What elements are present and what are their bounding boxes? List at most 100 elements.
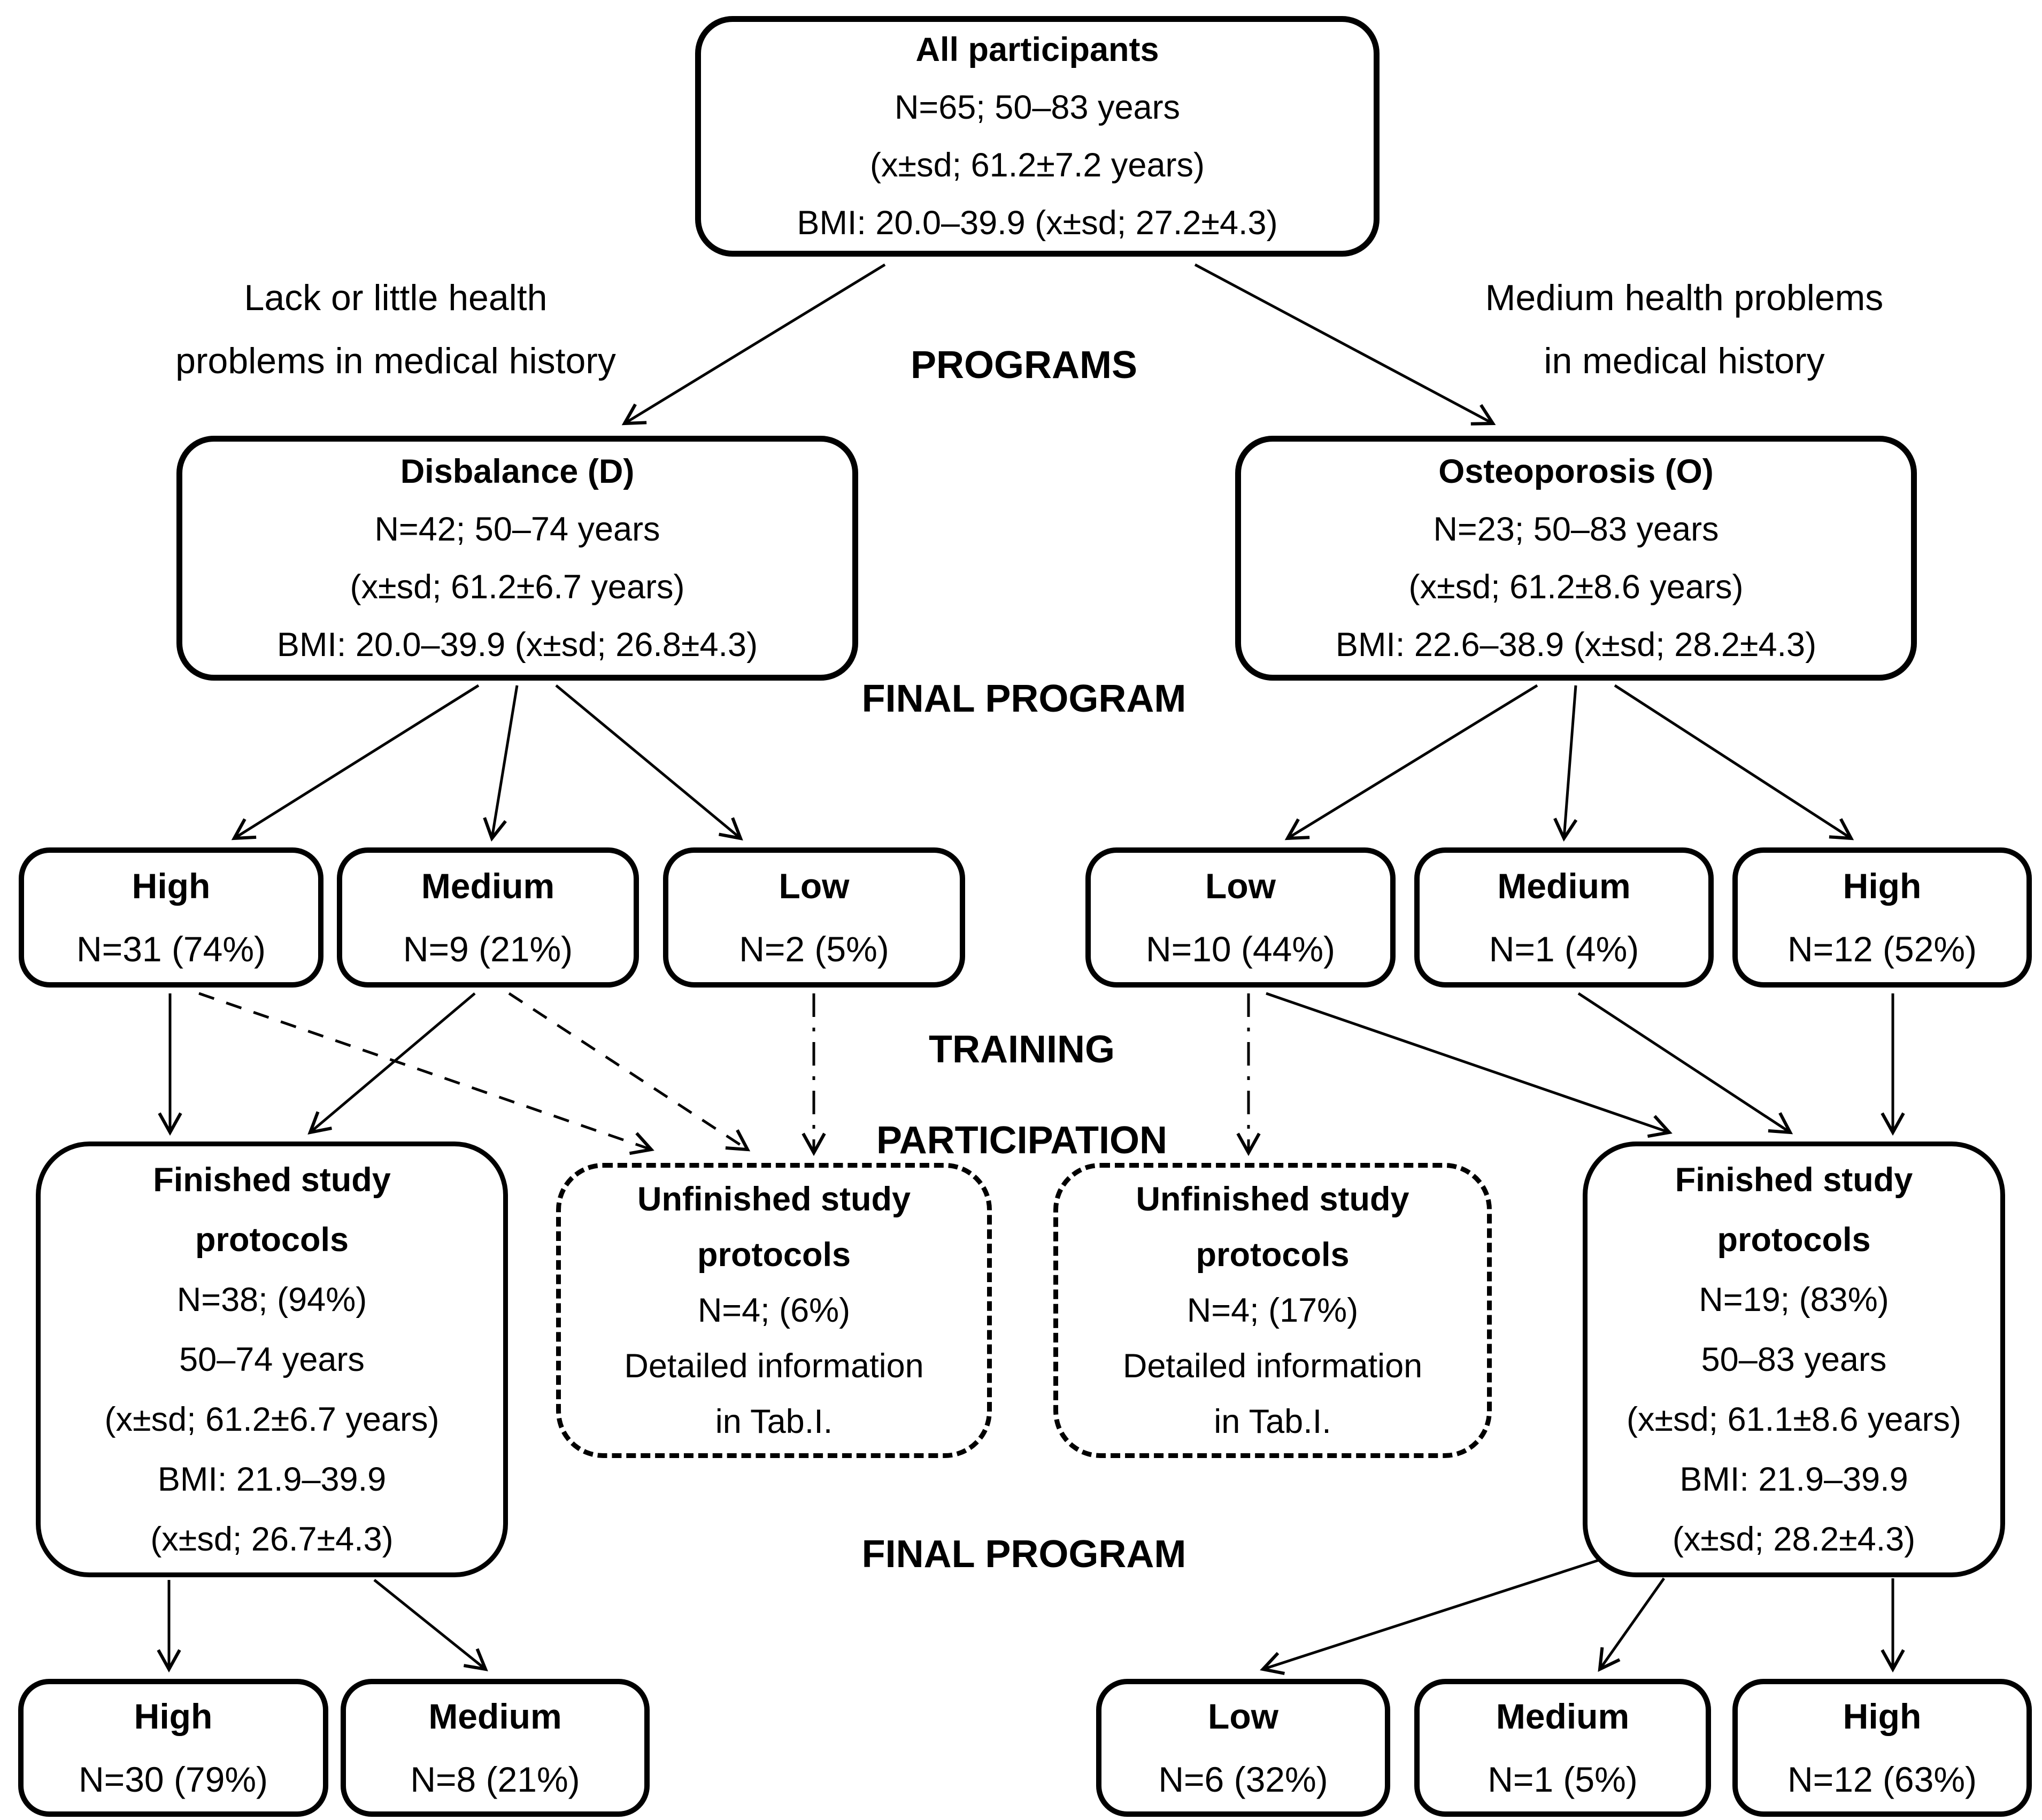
node-line: N=65; 50–83 years — [894, 89, 1181, 126]
node-count: N=31 (74%) — [76, 929, 266, 969]
node-osteoporosis: Osteoporosis (O) N=23; 50–83 years (x±sd… — [1235, 436, 1917, 681]
node-line: BMI: 21.9–39.9 — [157, 1460, 387, 1498]
node-line: BMI: 22.6–38.9 (x±sd; 28.2±4.3) — [1335, 626, 1817, 664]
node-title: High — [1843, 866, 1922, 906]
node-final-high-right: High N=12 (63%) — [1732, 1679, 2032, 1817]
node-o-high: High N=12 (52%) — [1732, 847, 2032, 988]
arrow-d-high-to-unfinished — [198, 992, 654, 1155]
stage-label-final-program-1: FINAL PROGRAM — [861, 677, 1186, 720]
node-line: (x±sd; 61.1±8.6 years) — [1627, 1400, 1961, 1438]
node-line: BMI: 20.0–39.9 (x±sd; 27.2±4.3) — [797, 204, 1278, 242]
node-line: N=38; (94%) — [176, 1281, 367, 1318]
node-count: N=30 (79%) — [78, 1760, 268, 1799]
left-branch-note: Lack or little health problems in medica… — [80, 266, 711, 392]
arrow-o-medium-to-finished — [1577, 992, 1793, 1135]
node-line: (x±sd; 61.2±6.7 years) — [104, 1400, 440, 1438]
node-count: N=6 (32%) — [1158, 1760, 1328, 1799]
node-o-low: Low N=10 (44%) — [1085, 847, 1396, 988]
right-branch-note-line2: in medical history — [1544, 341, 1825, 381]
node-title-line2: protocols — [195, 1221, 349, 1259]
node-title: Medium — [421, 866, 555, 906]
node-title: Osteoporosis (O) — [1438, 453, 1714, 490]
arrow-o-finished-to-low — [1260, 1559, 1599, 1675]
node-title: All participants — [915, 31, 1159, 68]
node-title: Medium — [428, 1696, 562, 1736]
arrow-disbalance-to-low — [555, 684, 743, 840]
node-all-participants: All participants N=65; 50–83 years (x±sd… — [695, 16, 1380, 257]
node-line: N=19; (83%) — [1699, 1281, 1889, 1318]
node-count: N=1 (4%) — [1489, 929, 1639, 969]
stage-label-programs: PROGRAMS — [910, 344, 1138, 387]
node-line: (x±sd; 26.7±4.3) — [150, 1520, 394, 1558]
node-title: Low — [779, 866, 850, 906]
node-o-medium: Medium N=1 (4%) — [1414, 847, 1714, 988]
node-title: High — [132, 866, 211, 906]
node-line: in Tab.I. — [1214, 1403, 1331, 1440]
node-title-line1: Unfinished study — [637, 1181, 911, 1218]
node-final-low-right: Low N=6 (32%) — [1096, 1679, 1390, 1817]
arrow-d-medium-to-finished — [307, 992, 476, 1135]
node-title: High — [1843, 1696, 1922, 1736]
left-branch-note-line2: problems in medical history — [175, 341, 616, 381]
node-final-medium-left: Medium N=8 (21%) — [341, 1679, 650, 1817]
node-line: in Tab.I. — [715, 1403, 833, 1440]
arrow-disbalance-to-high — [231, 684, 480, 840]
node-title: High — [134, 1696, 213, 1736]
node-title-line1: Unfinished study — [1136, 1181, 1409, 1218]
node-title-line2: protocols — [1196, 1236, 1350, 1274]
node-d-medium: Medium N=9 (21%) — [337, 847, 639, 988]
node-d-low: Low N=2 (5%) — [663, 847, 965, 988]
training-label-line2: PARTICIPATION — [876, 1119, 1167, 1162]
node-line: BMI: 20.0–39.9 (x±sd; 26.8±4.3) — [276, 626, 758, 664]
arrow-all-to-osteoporosis — [1194, 263, 1496, 426]
node-d-unfinished: Unfinished study protocols N=4; (6%) Det… — [556, 1163, 992, 1458]
arrow-disbalance-to-medium — [483, 685, 519, 842]
node-final-medium-right: Medium N=1 (5%) — [1414, 1679, 1711, 1817]
node-o-finished: Finished study protocols N=19; (83%) 50–… — [1583, 1142, 2005, 1577]
node-d-finished: Finished study protocols N=38; (94%) 50–… — [36, 1142, 508, 1577]
node-line: Detailed information — [1122, 1347, 1423, 1385]
node-title: Low — [1208, 1696, 1278, 1736]
left-branch-note-line1: Lack or little health — [244, 277, 548, 318]
node-count: N=10 (44%) — [1145, 929, 1335, 969]
node-count: N=12 (63%) — [1787, 1760, 1977, 1799]
node-line: 50–83 years — [1701, 1340, 1887, 1378]
node-d-high: High N=31 (74%) — [19, 847, 323, 988]
stage-label-final-program-2: FINAL PROGRAM — [861, 1533, 1186, 1576]
node-title-line1: Finished study — [153, 1161, 391, 1199]
node-count: N=2 (5%) — [739, 929, 889, 969]
node-line: N=23; 50–83 years — [1433, 511, 1719, 548]
arrow-o-low-to-finished — [1266, 992, 1673, 1138]
right-branch-note: Medium health problems in medical histor… — [1369, 266, 2000, 392]
training-label-line1: TRAINING — [929, 1028, 1115, 1071]
node-line: Detailed information — [624, 1347, 924, 1385]
node-count: N=1 (5%) — [1488, 1760, 1638, 1799]
node-o-unfinished: Unfinished study protocols N=4; (17%) De… — [1053, 1163, 1492, 1458]
node-title: Medium — [1496, 1696, 1630, 1736]
node-title: Disbalance (D) — [400, 453, 635, 490]
node-disbalance: Disbalance (D) N=42; 50–74 years (x±sd; … — [176, 436, 858, 681]
node-count: N=9 (21%) — [403, 929, 573, 969]
node-line: (x±sd; 61.2±7.2 years) — [870, 146, 1205, 184]
stage-label-training-participation: TRAINING PARTICIPATION — [781, 1004, 1262, 1186]
node-title: Medium — [1497, 866, 1631, 906]
arrow-d-finished-to-medium — [373, 1579, 488, 1671]
node-line: (x±sd; 61.2±8.6 years) — [1408, 568, 1744, 606]
arrow-o-finished-to-medium — [1598, 1577, 1666, 1672]
node-line: 50–74 years — [179, 1340, 365, 1378]
node-final-high-left: High N=30 (79%) — [18, 1679, 328, 1817]
node-line: (x±sd; 28.2±4.3) — [1672, 1520, 1916, 1558]
node-line: (x±sd; 61.2±6.7 years) — [350, 568, 685, 606]
node-line: N=4; (6%) — [697, 1292, 851, 1329]
arrow-osteoporosis-to-low — [1284, 684, 1538, 840]
node-title-line1: Finished study — [1675, 1161, 1913, 1199]
arrow-osteoporosis-to-medium — [1553, 685, 1578, 842]
node-count: N=8 (21%) — [410, 1760, 580, 1799]
arrow-all-to-disbalance — [621, 263, 886, 426]
node-title: Low — [1205, 866, 1276, 906]
node-title-line2: protocols — [697, 1236, 851, 1274]
node-line: N=42; 50–74 years — [374, 511, 660, 548]
right-branch-note-line1: Medium health problems — [1485, 277, 1884, 318]
